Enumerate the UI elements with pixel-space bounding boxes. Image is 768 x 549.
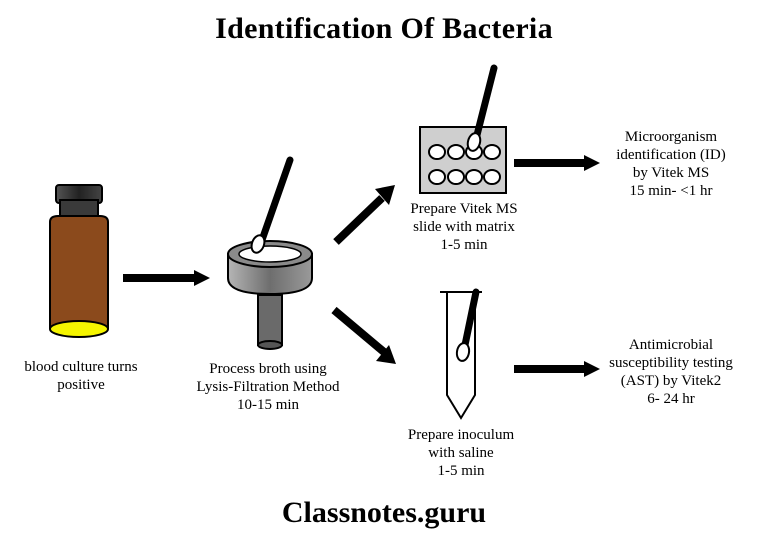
label-ast: Antimicrobial susceptibility testing (AS… xyxy=(609,337,733,407)
bottle-body xyxy=(49,215,109,329)
inoculum-tube-icon xyxy=(440,288,482,420)
arrow-to-ms-slide xyxy=(333,185,395,245)
swab-icon xyxy=(250,156,294,254)
label-identification: Microorganism identification (ID) by Vit… xyxy=(616,129,726,199)
arrow-to-filter xyxy=(123,270,210,286)
footer-watermark: Classnotes.guru xyxy=(281,496,487,529)
arrow-to-inoculum xyxy=(331,306,396,364)
bottle-base xyxy=(49,320,109,338)
arrow-to-ast xyxy=(514,361,600,377)
label-blood-culture: blood culture turns positive xyxy=(24,359,138,393)
lysis-filter-icon xyxy=(227,240,313,350)
blood-culture-bottle-icon xyxy=(49,184,109,338)
diagram-title: Identification Of Bacteria xyxy=(215,12,553,45)
arrow-to-identification xyxy=(514,155,600,171)
vitek-ms-slide-icon xyxy=(419,64,507,194)
label-process-broth: Process broth using Lysis-Filtration Met… xyxy=(196,361,340,413)
label-vitek-ms-slide: Prepare Vitek MS slide with matrix 1-5 m… xyxy=(410,201,518,253)
label-inoculum: Prepare inoculum with saline 1-5 min xyxy=(407,427,515,479)
